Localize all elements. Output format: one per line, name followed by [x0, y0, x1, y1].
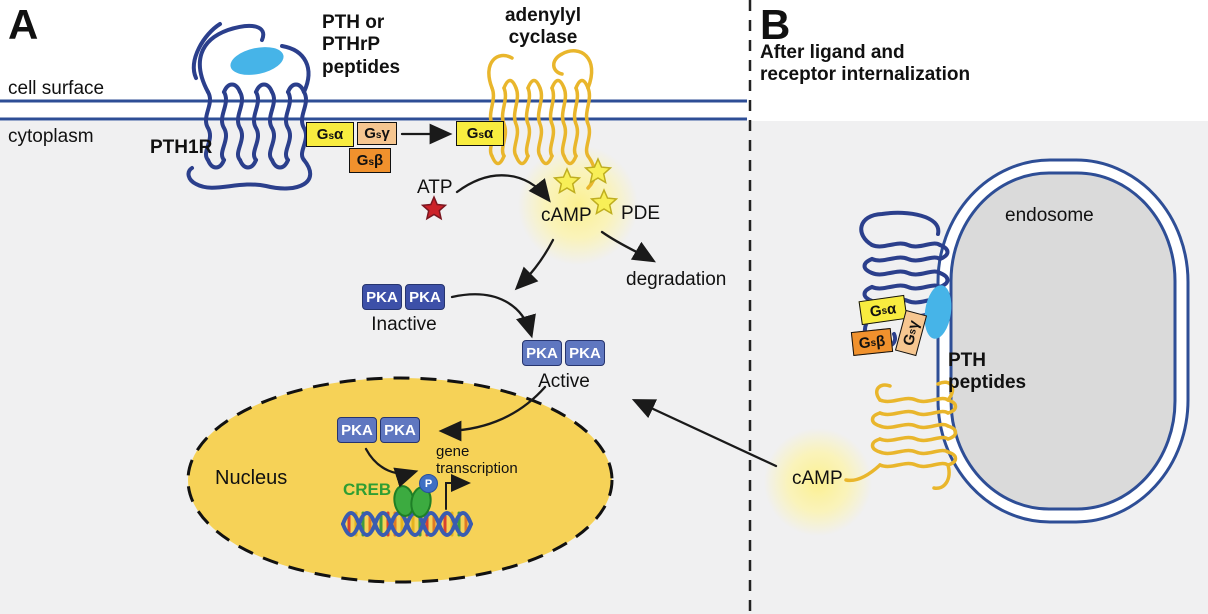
camp-label-b: cAMP [792, 468, 843, 489]
creb-label: CREB [343, 480, 392, 499]
gs-alpha2-suffix: α [484, 125, 494, 142]
adenylyl-cyclase-label: adenylyl cyclase [504, 5, 582, 49]
gs-alpha-base: G [316, 126, 329, 143]
arrow-active-to-nucleus [438, 385, 547, 442]
arrow-inactive-to-active [450, 293, 536, 339]
gs-alpha2-base: G [466, 125, 479, 142]
cell-surface-label: cell surface [8, 78, 105, 99]
panel-a-label: A [8, 1, 39, 48]
atp-star-icon [420, 195, 448, 221]
panel-b-label: B [760, 1, 791, 48]
gs-alpha-sub: s [328, 130, 334, 142]
endosome-label: endosome [1005, 205, 1094, 226]
arrow-camp-to-pka [514, 238, 555, 291]
panel-b-title: After ligand and receptor internalizatio… [760, 42, 971, 86]
camp-stars-icon [552, 157, 619, 216]
pth1r-receptor-squiggle [186, 22, 313, 191]
arrow-endosome-camp-to-pka [631, 399, 778, 468]
gs-gamma-sub: s [375, 129, 382, 141]
pth1r-label: PTH1R [150, 137, 213, 158]
dna-helix-icon [341, 511, 473, 537]
gs-beta-base: G [356, 152, 369, 169]
gs-alpha2-sub: s [478, 129, 484, 141]
pka-inactive-box-2: PKA [405, 284, 445, 310]
gene-transcription-label: gene transcription [436, 443, 518, 477]
arrow-atp-to-camp [455, 174, 551, 203]
gs-gamma-suffix: γ [381, 125, 390, 142]
arrow-camp-to-degradation [600, 230, 656, 263]
pka-nucleus-box-1: PKA [337, 417, 377, 443]
pka-active-box-1: PKA [522, 340, 562, 366]
gs-betab-sub: s [870, 337, 877, 350]
pka-nucleus-box-2: PKA [380, 417, 420, 443]
pth-ligand-icon [230, 47, 284, 75]
pth-peptides-label: PTH peptides [948, 350, 1027, 394]
nucleus-label: Nucleus [215, 467, 288, 489]
camp-label-a: cAMP [541, 205, 592, 226]
active-label: Active [538, 371, 590, 392]
gs-betab-base: G [857, 333, 872, 352]
gs-alpha-suffix: α [334, 126, 344, 143]
cell-membrane-lines [0, 99, 747, 121]
pka-inactive-box-1: PKA [362, 284, 402, 310]
phosphate-badge: P [419, 474, 438, 493]
arrow-pka-to-creb [364, 447, 419, 488]
cytoplasm-label: cytoplasm [8, 126, 94, 147]
gs-alphab-base: G [868, 301, 883, 321]
gs-gamma-base: G [364, 125, 376, 142]
gs-alphab-sub: s [880, 305, 888, 318]
adenylyl-cyclase-squiggle [487, 49, 597, 190]
pth-ligand-label: PTH or PTHrP peptides [322, 12, 401, 78]
gs-beta-suffix: β [374, 152, 384, 169]
degradation-label: degradation [626, 269, 727, 290]
inactive-label: Inactive [371, 314, 437, 335]
pathway-arrows [364, 123, 778, 510]
creb-protein-icon [393, 485, 432, 518]
pde-label: PDE [621, 203, 661, 224]
atp-label: ATP [417, 177, 453, 198]
endosome-shape [936, 158, 1190, 524]
camp-glow-b [764, 428, 872, 536]
gs-beta-sub: s [368, 156, 375, 168]
pka-active-box-2: PKA [565, 340, 605, 366]
arrow-transcription-start [445, 474, 471, 510]
pth-ligand-endosome-icon [924, 285, 952, 339]
internalized-adenylyl-cyclase-squiggle [844, 380, 958, 490]
